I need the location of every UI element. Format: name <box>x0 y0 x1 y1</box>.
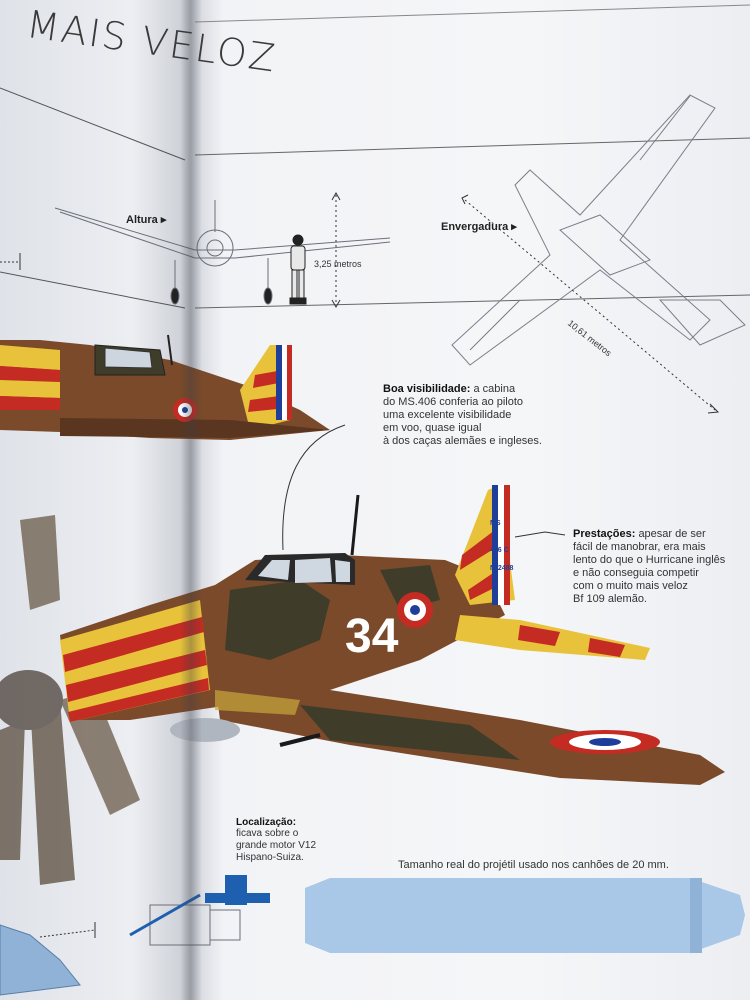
performance-title: Prestações: <box>573 528 636 540</box>
aircraft-number: 34 <box>345 610 399 663</box>
tail-code-2: 406 C <box>490 547 509 554</box>
engine-drawing <box>0 875 270 996</box>
tail-code-3: N°2488 <box>490 564 514 572</box>
projectile-illustration <box>305 878 745 953</box>
page-rule <box>0 271 186 309</box>
propeller <box>0 515 140 885</box>
height-label: Altura ▸ <box>126 214 167 226</box>
pilot-figure <box>289 234 307 305</box>
left-page <box>0 0 190 1000</box>
visibility-leader <box>282 424 346 551</box>
upper-aircraft <box>0 334 330 440</box>
visibility-title: Boa visibilidade: <box>383 383 471 395</box>
wingspan-label: Envergadura ▸ <box>441 221 517 233</box>
book-gutter <box>180 0 202 1000</box>
right-page <box>190 0 750 1000</box>
top-view-drawing <box>451 94 746 366</box>
projectile-caption: Tamanho real do projétil usado nos canhõ… <box>398 859 669 871</box>
height-value: 3,25 metros <box>314 259 362 269</box>
page-rule <box>0 87 186 161</box>
visibility-callout: Boa visibilidade: a cabina do MS.406 con… <box>383 383 542 447</box>
height-dimension <box>331 191 341 309</box>
location-callout: Localização: ficava sobre o grande motor… <box>236 817 356 864</box>
location-title: Localização: <box>236 817 297 828</box>
page-rule <box>194 4 750 23</box>
ground-line <box>194 294 750 309</box>
front-view-drawing <box>54 200 391 305</box>
performance-leader <box>514 531 566 538</box>
page-rule <box>194 137 750 156</box>
main-aircraft: 34 MS 406 C N°2488 <box>60 485 725 785</box>
dimension-markers <box>0 253 96 938</box>
tail-code-1: MS <box>490 520 501 527</box>
performance-callout: Prestações: apesar de ser fácil de manob… <box>573 528 726 605</box>
wingspan-dimension <box>461 194 720 414</box>
